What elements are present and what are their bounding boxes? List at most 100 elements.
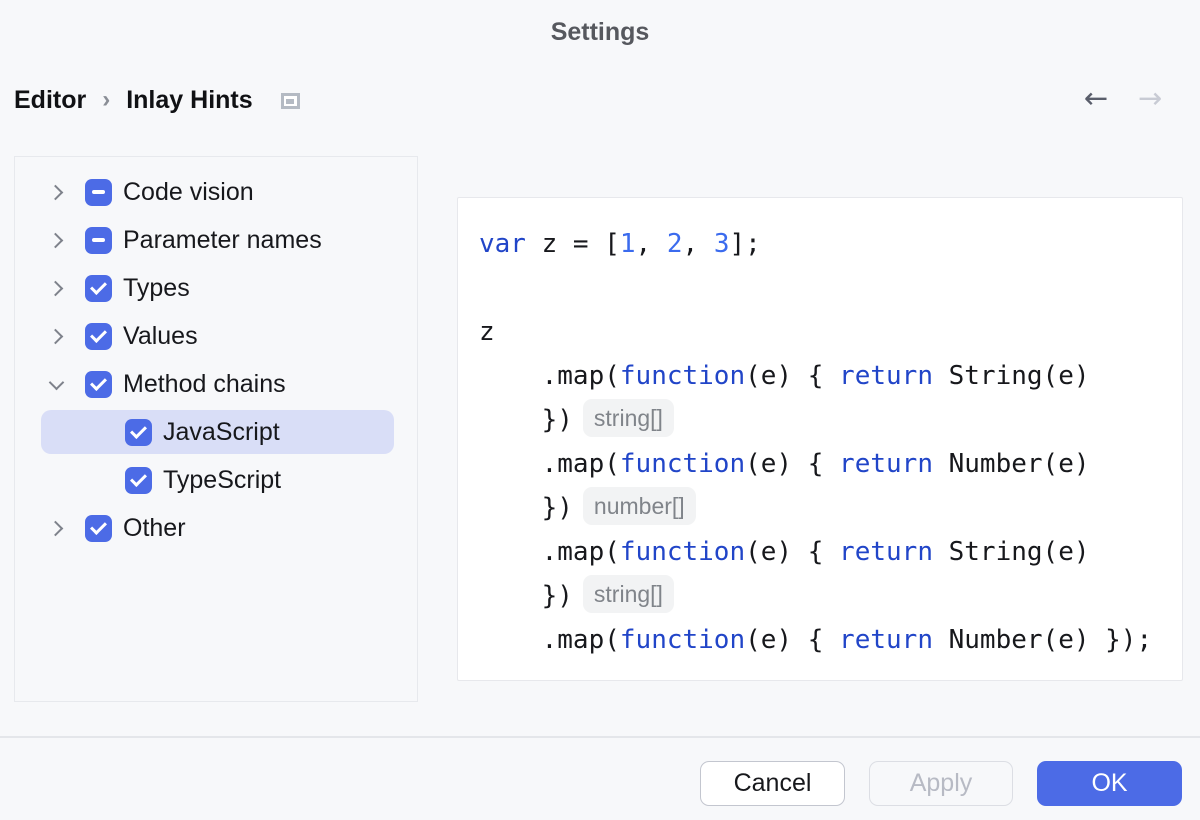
code-token-pl: Number(e) <box>932 449 1090 479</box>
code-token-kw: function <box>619 625 746 655</box>
code-token-pl: ]; <box>729 229 761 259</box>
tree-item-typescript[interactable]: TypeScript <box>15 456 417 504</box>
chevron-right-icon[interactable] <box>48 280 64 296</box>
tree-item-types[interactable]: Types <box>15 264 417 312</box>
tree-item-label: JavaScript <box>163 417 280 446</box>
code-token-kw: var <box>479 229 526 259</box>
tree-item-content: Code vision <box>15 178 417 207</box>
checkbox-checked-icon[interactable] <box>85 514 112 542</box>
tree-item-label: Values <box>123 321 198 350</box>
code-token-pl: String(e) <box>932 361 1090 391</box>
code-token-pl: .map( <box>479 537 620 567</box>
code-line: }) string[] <box>479 398 1182 442</box>
code-line: }) string[] <box>479 574 1182 618</box>
code-line: var z = [1, 2, 3]; <box>479 222 1182 266</box>
code-line: }) number[] <box>479 486 1182 530</box>
checkbox-indeterminate-icon[interactable] <box>85 178 112 206</box>
checkbox-checked-icon[interactable] <box>85 370 112 398</box>
code-token-kw: return <box>839 449 933 479</box>
tree-item-label: Code vision <box>123 177 254 206</box>
preview-editor[interactable]: var z = [1, 2, 3]; z .map(function(e) { … <box>457 197 1183 681</box>
tree-item-javascript[interactable]: JavaScript <box>15 408 417 456</box>
code-token-pl: String(e) <box>932 537 1090 567</box>
code-token-pl: (e) { <box>745 625 840 655</box>
code-token-kw: function <box>619 449 746 479</box>
tree-item-content: Parameter names <box>15 226 417 255</box>
tree-item-label: Other <box>123 513 186 542</box>
code-token-pl: z <box>479 317 495 347</box>
code-line: .map(function(e) { return String(e) <box>479 530 1182 574</box>
code-line: .map(function(e) { return String(e) <box>479 354 1182 398</box>
tree-item-content: Types <box>15 274 417 303</box>
code-line <box>479 266 1182 310</box>
chevron-right-icon[interactable] <box>48 232 64 248</box>
code-token-pl: .map( <box>479 361 620 391</box>
ok-button[interactable]: OK <box>1037 761 1182 806</box>
code-token-pl: .map( <box>479 449 620 479</box>
tree-item-label: TypeScript <box>163 465 282 494</box>
code-token-num: 3 <box>713 229 730 259</box>
code-token-pl: }) <box>479 405 573 435</box>
tree-item-label: Types <box>123 273 190 302</box>
selection-highlight <box>41 410 394 454</box>
cancel-button[interactable]: Cancel <box>700 761 845 806</box>
code-token-num: 2 <box>666 229 683 259</box>
back-arrow-icon[interactable]: ← <box>1083 81 1109 115</box>
apply-button[interactable]: Apply <box>869 761 1013 806</box>
checkbox-checked-icon[interactable] <box>125 418 152 446</box>
code-token-pl: (e) { <box>745 449 840 479</box>
code-token-pl: , <box>682 229 714 259</box>
tree-item-label: Method chains <box>123 369 286 398</box>
code-line: .map(function(e) { return Number(e) <box>479 442 1182 486</box>
tree-item-content: TypeScript <box>15 466 417 495</box>
code-token-pl: (e) { <box>745 537 840 567</box>
code-token-pl: }) <box>479 581 573 611</box>
tree-item-parameter-names[interactable]: Parameter names <box>15 216 417 264</box>
breadcrumb-item-editor[interactable]: Editor <box>14 85 87 114</box>
chevron-down-icon[interactable] <box>48 376 64 392</box>
tree-item-content: JavaScript <box>15 418 417 447</box>
code-line: .map(function(e) { return Number(e) }); <box>479 618 1182 662</box>
chevron-right-icon[interactable] <box>48 184 64 200</box>
breadcrumb-separator-icon: › <box>102 86 111 113</box>
checkbox-checked-icon[interactable] <box>85 322 112 350</box>
dialog-title: Settings <box>550 18 650 46</box>
code-line: z <box>479 310 1182 354</box>
code-token-pl: , <box>635 229 667 259</box>
code-token-pl: }) <box>479 493 573 523</box>
inlay-hint[interactable]: string[] <box>582 575 674 613</box>
code-token-kw: function <box>619 537 746 567</box>
inlay-hint[interactable]: number[] <box>582 487 696 525</box>
code-token-pl: .map( <box>479 625 620 655</box>
forward-arrow-icon[interactable]: → <box>1137 81 1163 115</box>
tree-item-method-chains[interactable]: Method chains <box>15 360 417 408</box>
chevron-right-icon[interactable] <box>48 520 64 536</box>
history-navigation: ← → <box>1080 82 1166 114</box>
inlay-hint[interactable]: string[] <box>582 399 674 437</box>
tree-item-content: Values <box>15 322 417 351</box>
preview-setting-icon <box>280 93 300 109</box>
breadcrumb-item-inlay-hints[interactable]: Inlay Hints <box>126 85 253 114</box>
tree-item-label: Parameter names <box>123 225 322 254</box>
code-token-pl: Number(e) }); <box>932 625 1153 655</box>
code-token-pl: (e) { <box>745 361 840 391</box>
chevron-right-icon[interactable] <box>48 328 64 344</box>
checkbox-checked-icon[interactable] <box>125 466 152 494</box>
code-token-kw: function <box>619 361 746 391</box>
code-token-kw: return <box>839 625 933 655</box>
code-token-kw: return <box>839 361 933 391</box>
checkbox-checked-icon[interactable] <box>85 274 112 302</box>
code-token-num: 1 <box>619 229 636 259</box>
tree-item-code-vision[interactable]: Code vision <box>15 168 417 216</box>
tree-item-values[interactable]: Values <box>15 312 417 360</box>
footer-divider <box>0 736 1200 738</box>
breadcrumb: Editor › Inlay Hints <box>14 84 300 116</box>
preview-setting-icon-inner <box>286 98 295 104</box>
tree-item-content: Other <box>15 514 417 543</box>
tree-item-other[interactable]: Other <box>15 504 417 552</box>
checkbox-indeterminate-icon[interactable] <box>85 226 112 254</box>
tree-item-content: Method chains <box>15 370 417 399</box>
code-token-kw: return <box>839 537 933 567</box>
code-token-pl: z = [ <box>525 229 620 259</box>
